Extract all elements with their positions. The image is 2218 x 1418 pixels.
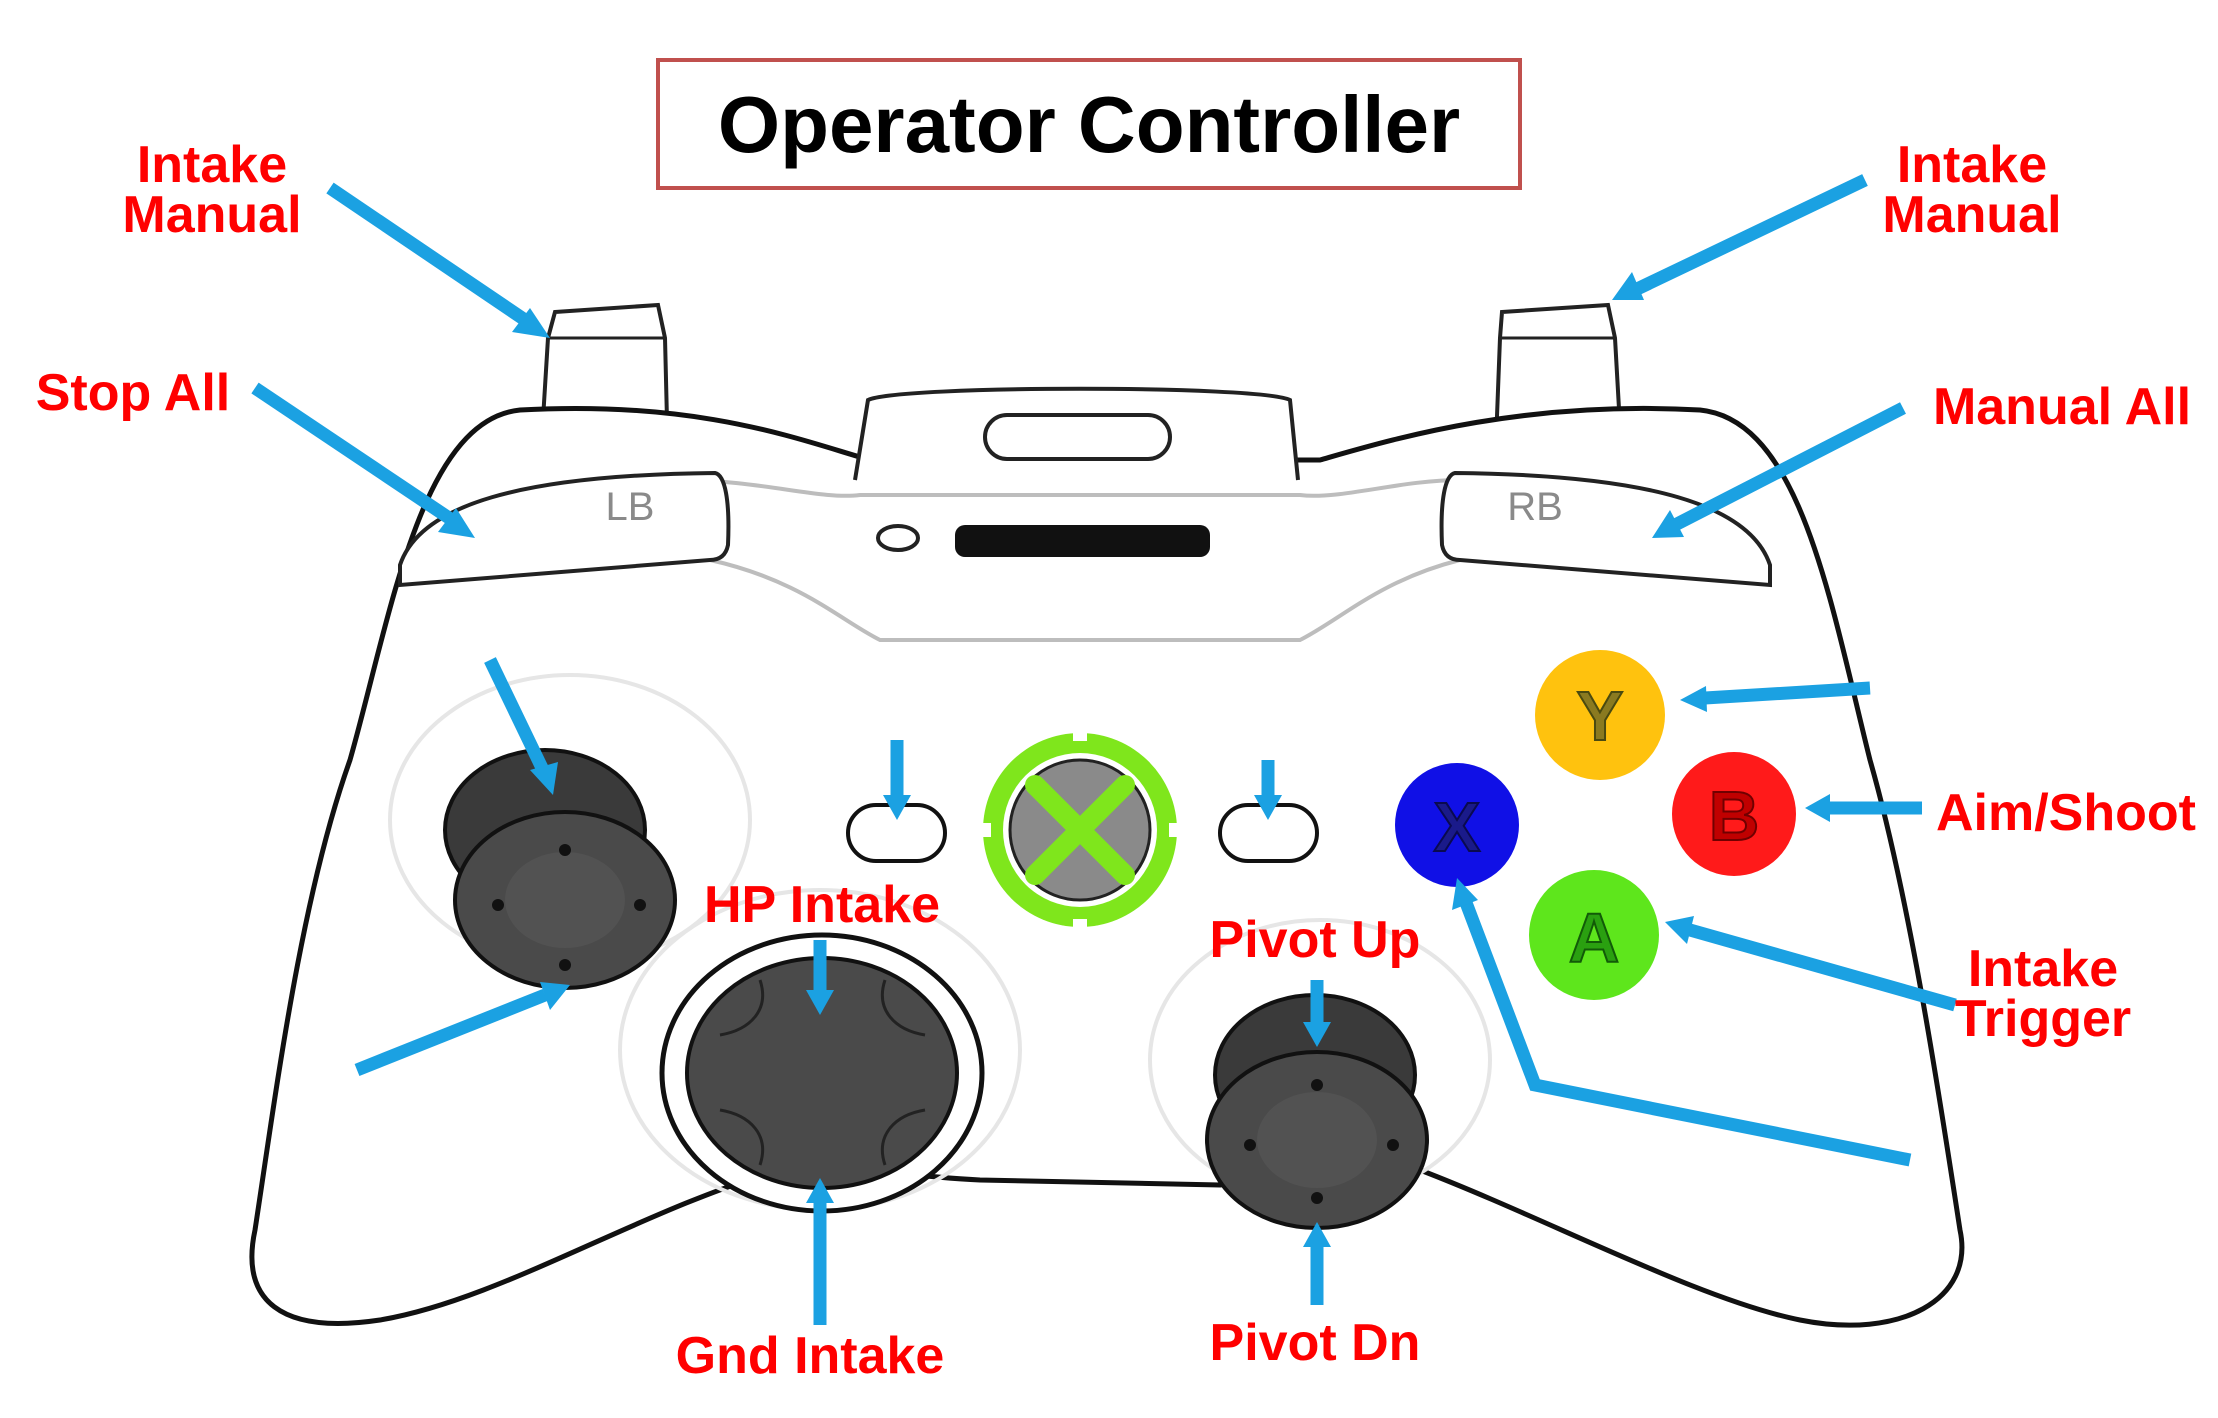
lt-label-line2: Manual [122,186,301,244]
a-button: A [1529,870,1659,1000]
rb-label: Manual All [1933,378,2191,436]
right-stick-down-label: Pivot Dn [1210,1314,1421,1372]
guide-button [977,727,1183,933]
a-button-arrow [1665,916,1957,1012]
controller-body: LT RT LB RB [249,302,1965,1328]
page-title: Operator Controller [718,80,1460,169]
rb-bumper-label: RB [1507,485,1563,529]
lt-arrow [326,182,550,338]
b-button: B [1672,752,1796,876]
y-button-arrow [1680,681,1871,712]
x-button: X [1395,763,1519,887]
left-stick [388,673,752,990]
y-button: Y [1535,650,1665,780]
title-box: Operator Controller [656,58,1522,190]
lb-bumper: LB [398,470,731,588]
lb-arrow [251,382,475,538]
left-stick-down-arrow [354,982,570,1077]
rt-label-line1: Intake [1897,136,2047,194]
arrows [251,174,1957,1325]
dpad-down-label: Gnd Intake [676,1327,945,1385]
left-stick-up-arrow [484,657,558,795]
dpad-up-label: HP Intake [704,876,940,934]
start-arrow [1254,760,1282,820]
lb-label: Stop All [36,364,231,422]
rb-bumper: RB [1439,470,1772,588]
b-button-letter: B [1709,777,1760,855]
rb-arrow [1652,402,1906,538]
dpad-up-arrow [806,940,834,1015]
d-pad [618,888,1022,1214]
labels: Intake Manual Intake Manual Stop All Man… [36,136,2196,1385]
y-button-letter: Y [1577,677,1624,755]
x-button-letter: X [1434,788,1481,866]
lb-bumper-label: LB [606,485,655,529]
dpad-down-arrow [806,1178,834,1325]
a-button-label-line2: Trigger [1955,990,2131,1048]
x-button-arrow [1452,878,1912,1167]
b-button-arrow [1805,794,1922,822]
back-arrow [883,740,911,820]
rt-arrow [1612,174,1868,300]
lt-label-line1: Intake [137,136,287,194]
right-stick-up-label: Pivot Up [1210,911,1421,969]
rt-label-line2: Manual [1882,186,2061,244]
right-stick [1148,918,1492,1230]
right-stick-down-arrow [1303,1222,1331,1305]
b-button-label: Aim/Shoot [1936,784,2196,842]
a-button-label-line1: Intake [1968,940,2118,998]
right-stick-up-arrow [1303,980,1331,1047]
a-button-letter: A [1569,899,1620,977]
